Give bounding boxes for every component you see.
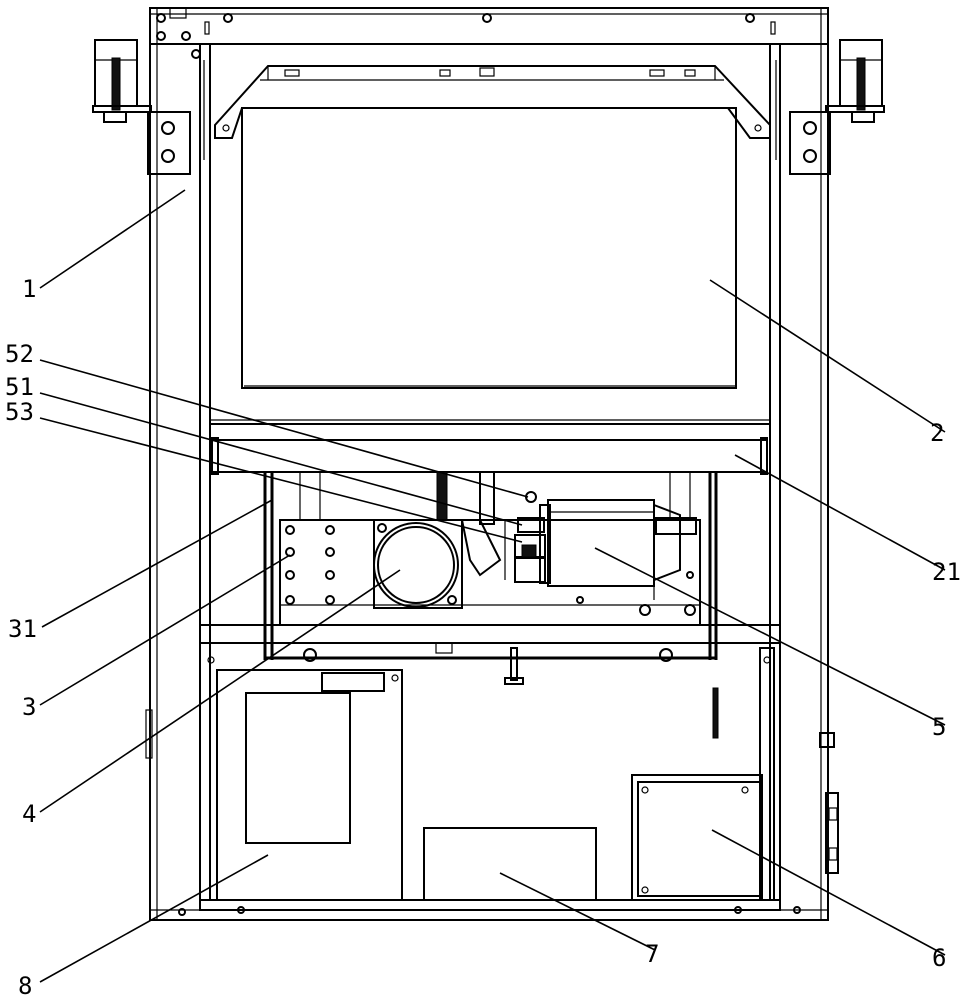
round-fan: [373, 519, 463, 609]
cabinet-frame: [145, 7, 839, 921]
cross-rail: [211, 437, 768, 475]
part-labels: 1 2 21 31 3 4 5 52 51 53 6 7 8: [5, 275, 961, 1000]
label-7: 7: [645, 940, 659, 968]
label-4: 4: [22, 800, 36, 828]
label-31: 31: [8, 615, 37, 643]
center-screw: [504, 647, 524, 685]
label-5: 5: [932, 713, 946, 741]
label-8: 8: [18, 972, 32, 1000]
label-52: 52: [5, 340, 34, 368]
right-lifting-lug: [789, 39, 885, 175]
motor: [539, 499, 697, 600]
lower-left-panel: [207, 656, 403, 901]
label-53: 53: [5, 398, 34, 426]
label-1: 1: [22, 275, 36, 303]
label-3: 3: [22, 693, 36, 721]
label-6: 6: [932, 944, 946, 972]
label-21: 21: [932, 558, 961, 586]
leader-lines: [39, 189, 946, 983]
lower-center-box: [423, 827, 597, 901]
label-2: 2: [930, 419, 944, 447]
label-51: 51: [5, 373, 34, 401]
rack-gear-assembly: [436, 471, 546, 583]
lower-right-box: [631, 774, 763, 901]
upper-box: [210, 65, 771, 425]
left-lifting-lug: [92, 39, 191, 175]
